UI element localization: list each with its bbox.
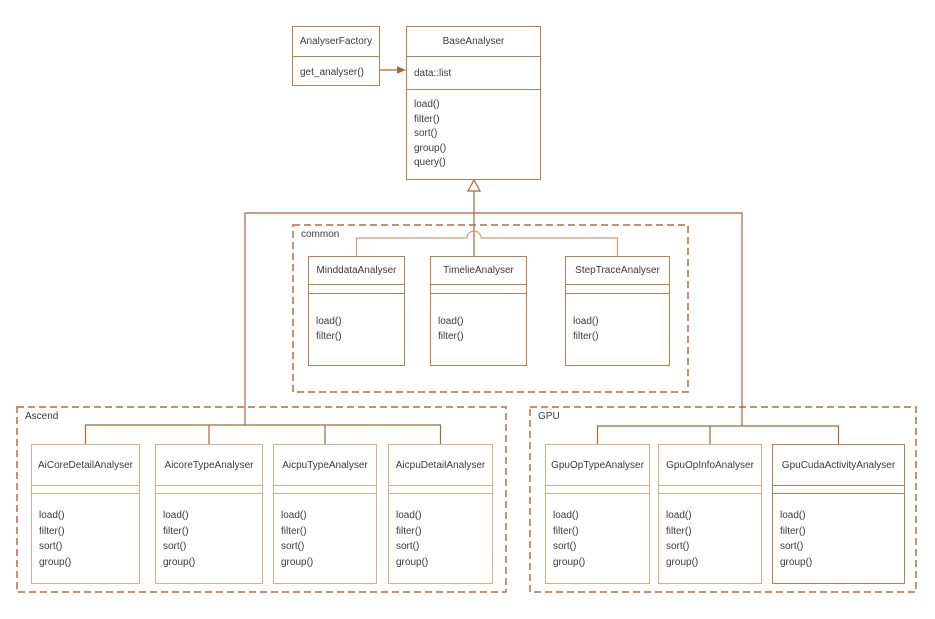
class-box-analyserfactory: AnalyserFactory get_analyser() (292, 26, 380, 86)
class-box-steptraceanalyser: StepTraceAnalyser load() filter() (565, 256, 670, 366)
class-method: group() (396, 556, 429, 568)
class-method: sort() (414, 128, 438, 140)
class-attributes-empty (274, 486, 376, 494)
class-title: AiCoreDetailAnalyser (32, 445, 139, 486)
class-method: filter() (573, 331, 599, 342)
class-title: AicpuTypeAnalyser (274, 445, 376, 486)
class-method: group() (553, 556, 586, 568)
class-box-baseanalyser: BaseAnalyser data::list load() filter() … (406, 26, 541, 180)
class-method-list: load() filter() sort() group() (156, 494, 262, 570)
class-attributes-empty (32, 486, 139, 494)
class-method-list: load() filter() sort() group() (389, 494, 492, 570)
class-method: group() (281, 556, 314, 568)
class-title: StepTraceAnalyser (566, 257, 669, 285)
gpu-branch-line (596, 425, 840, 444)
package-ascend-label: Ascend (23, 411, 61, 422)
class-method: load() (39, 510, 65, 521)
class-method: filter() (163, 525, 189, 537)
class-attributes-empty (309, 285, 404, 294)
class-method: load() (780, 510, 806, 521)
distributor-line (244, 212, 743, 426)
class-attributes-empty (566, 285, 669, 294)
class-box-timelieanalyser: TimelieAnalyser load() filter() (430, 256, 527, 366)
class-attributes-empty (773, 486, 904, 494)
class-method-list: load() filter() (309, 294, 404, 344)
class-method: load() (573, 316, 599, 327)
class-method-list: load() filter() sort() group() (773, 494, 904, 570)
class-method-list: load() filter() sort() group() query() (407, 90, 540, 171)
class-method-list: load() filter() sort() group() (274, 494, 376, 570)
package-gpu-border (529, 406, 917, 593)
class-box-gpucudaactivityanalyser: GpuCudaActivityAnalyser load() filter() … (772, 444, 905, 584)
class-method: group() (780, 556, 813, 568)
class-title: GpuOpTypeAnalyser (546, 445, 649, 486)
class-title: AnalyserFactory (293, 27, 379, 57)
class-method: group() (163, 556, 196, 568)
class-method: load() (316, 316, 342, 327)
class-method: filter() (438, 331, 464, 342)
class-method: load() (438, 316, 464, 327)
class-method-list: load() filter() sort() group() (32, 494, 139, 570)
class-method: group() (414, 142, 447, 154)
class-method: load() (281, 510, 307, 521)
class-method: filter() (316, 331, 342, 342)
package-common-border (292, 224, 689, 393)
class-box-minddataanalyser: MinddataAnalyser load() filter() (308, 256, 405, 366)
package-gpu-label: GPU (536, 411, 562, 422)
class-method: load() (414, 99, 440, 110)
class-title: MinddataAnalyser (309, 257, 404, 285)
class-title: AicpuDetailAnalyser (389, 445, 492, 486)
class-method: sort() (553, 541, 577, 553)
class-title: AicoreTypeAnalyser (156, 445, 262, 486)
class-method: get_analyser() (300, 66, 364, 78)
class-attributes-empty (156, 486, 262, 494)
class-method: sort() (666, 541, 690, 553)
class-box-gpuopinfoanalyser: GpuOpInfoAnalyser load() filter() sort()… (658, 444, 762, 584)
ascend-branch-line (84, 424, 442, 444)
class-method: load() (163, 510, 189, 521)
class-box-aicoredetailanalyser: AiCoreDetailAnalyser load() filter() sor… (31, 444, 140, 584)
class-method: query() (414, 157, 446, 169)
package-ascend-border (16, 406, 507, 593)
class-box-aicpudetailanalyser: AicpuDetailAnalyser load() filter() sort… (388, 444, 493, 584)
class-method: load() (396, 510, 422, 521)
class-method-list: load() filter() sort() group() (546, 494, 649, 570)
class-method: filter() (780, 525, 806, 537)
class-box-gpuoptypeanalyser: GpuOpTypeAnalyser load() filter() sort()… (545, 444, 650, 584)
class-attribute: data::list (407, 57, 540, 90)
class-attributes-empty (659, 486, 761, 494)
class-title: BaseAnalyser (407, 27, 540, 57)
class-method: sort() (780, 541, 804, 553)
class-method: load() (553, 510, 579, 521)
class-method: group() (666, 556, 699, 568)
class-method: group() (39, 556, 72, 568)
class-method: filter() (553, 525, 579, 537)
class-method: load() (666, 510, 692, 521)
class-method: sort() (281, 541, 305, 553)
inheritance-triangle-icon (466, 178, 482, 192)
class-title: TimelieAnalyser (431, 257, 526, 285)
class-box-aicputypeanalyser: AicpuTypeAnalyser load() filter() sort()… (273, 444, 377, 584)
class-method: filter() (396, 525, 422, 537)
class-method: filter() (39, 525, 65, 537)
class-method: sort() (39, 541, 63, 553)
class-method-list: load() filter() (566, 294, 669, 344)
class-title: GpuCudaActivityAnalyser (773, 445, 904, 486)
class-box-aicoretypeanalyser: AicoreTypeAnalyser load() filter() sort(… (155, 444, 263, 584)
class-attributes-empty (431, 285, 526, 294)
association-arrowhead-icon (397, 66, 406, 74)
common-branch-line (355, 230, 619, 256)
class-attributes-empty (389, 486, 492, 494)
class-method: filter() (414, 113, 440, 125)
class-method-list: load() filter() (431, 294, 526, 344)
class-method: sort() (163, 541, 187, 553)
class-attributes-empty (546, 486, 649, 494)
class-title: GpuOpInfoAnalyser (659, 445, 761, 486)
package-common-label: common (299, 229, 342, 240)
class-method-list: load() filter() sort() group() (659, 494, 761, 570)
class-method: sort() (396, 541, 420, 553)
class-method: filter() (281, 525, 307, 537)
class-method: filter() (666, 525, 692, 537)
